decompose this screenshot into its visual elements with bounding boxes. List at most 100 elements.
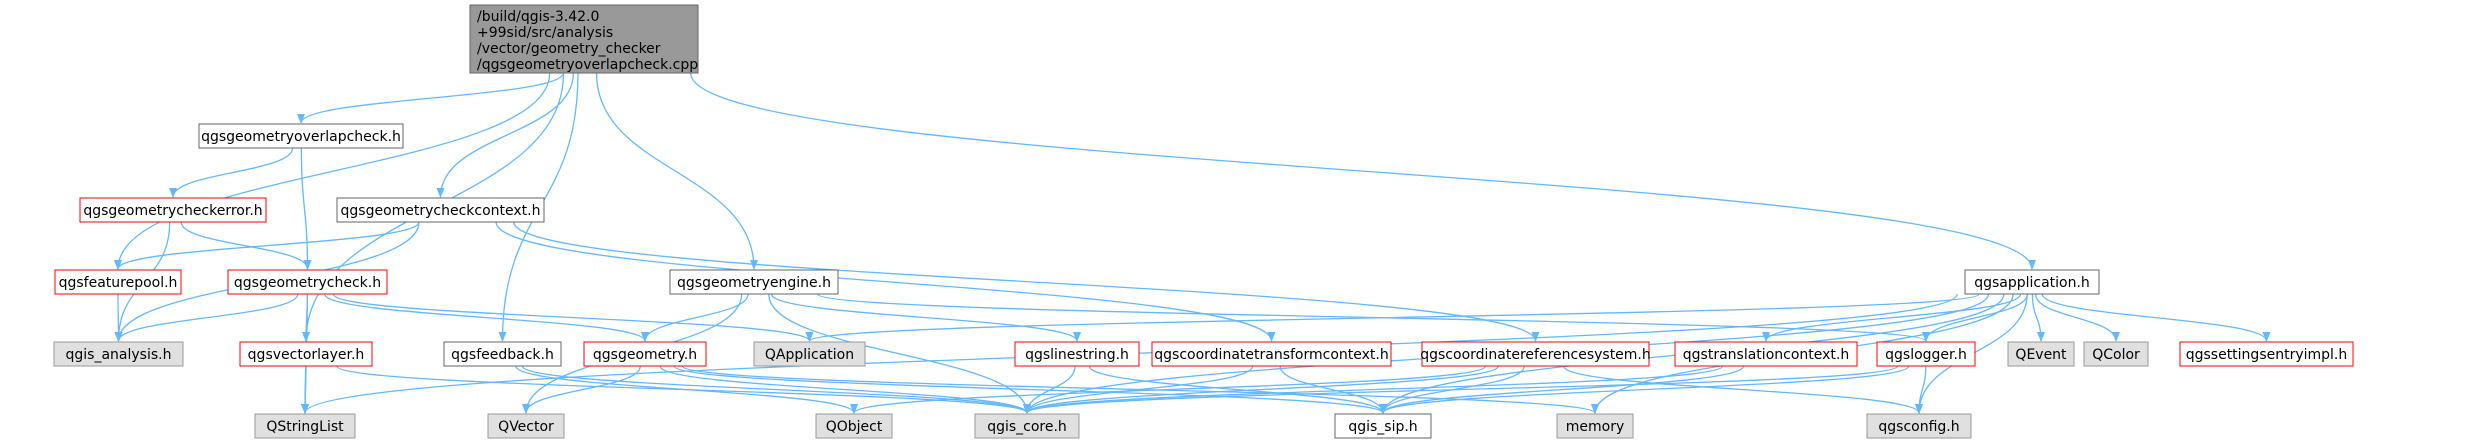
node-label: qgis_sip.h (1348, 419, 1417, 435)
node-label: qgsgeometrycheckcontext.h (341, 203, 541, 219)
node-label: memory (1566, 419, 1625, 435)
edge-checkcontext_h-to-crs_h (513, 221, 1540, 342)
node-label: qgsgeometry.h (593, 347, 697, 363)
edge-featurepool_h-to-qgis_analysis_h (114, 293, 123, 342)
node-qevent: QEvent (2007, 341, 2075, 367)
edge-coordtransformcontext_h-to-qgis_sip_h (1279, 365, 1387, 414)
edge-feedback_h-to-qobject (515, 365, 858, 414)
node-memory: memory (1556, 413, 1634, 439)
node-vectorlayer_h[interactable]: qgsvectorlayer.h (239, 341, 373, 367)
edge-root-to-checkcontext_h (436, 72, 575, 198)
edge-translationcontext_h-to-qgis_core_h (1023, 365, 1724, 414)
edge-logger_h-to-qgis_sip_h (1379, 365, 1910, 414)
node-qgis_core_h: qgis_core.h (974, 413, 1080, 439)
node-label: QColor (2092, 347, 2140, 363)
node-overlapcheck_h[interactable]: qgsgeometryoverlapcheck.h (198, 123, 404, 149)
edge-checkcontext_h-to-featurepool_h (114, 221, 420, 270)
edge-checkcontext_h-to-coordtransformcontext_h (495, 221, 1276, 342)
node-label: qgis_analysis.h (66, 347, 172, 363)
node-label: QObject (826, 419, 883, 435)
edge-overlapcheck_h-to-geometrycheck_h (300, 147, 312, 270)
node-label: qgsgeometrycheck.h (234, 275, 381, 291)
node-geometryengine_h[interactable]: qgsgeometryengine.h (669, 269, 839, 295)
edge-feedback_h-to-qgis_core_h (521, 365, 1031, 414)
node-qgsconfig_h: qgsconfig.h (1866, 413, 1972, 439)
node-label: qgsfeaturepool.h (59, 275, 178, 291)
node-label: QStringList (266, 419, 344, 435)
edge-geometrycheck_h-to-geometry_h (324, 293, 649, 342)
node-featurepool_h[interactable]: qgsfeaturepool.h (54, 269, 182, 295)
node-linestring_h[interactable]: qgslinestring.h (1014, 341, 1140, 367)
node-crs_h[interactable]: qgscoordinatereferencesystem.h (1420, 341, 1651, 367)
edge-application_h-to-qcolor (2034, 293, 2120, 342)
node-label: qgsgeometrycheckerror.h (83, 203, 262, 219)
root-node-label-line: /qgsgeometryoverlapcheck.cpp (477, 57, 698, 73)
node-label: qgssettingsentryimpl.h (2186, 347, 2348, 363)
edge-geometry_h-to-qgis_sip_h (673, 365, 1387, 414)
node-qstringlist: QStringList (254, 413, 356, 439)
edge-logger_h-to-qgsconfig_h (1915, 365, 1927, 414)
edge-crs_h-to-qgsconfig_h (1562, 365, 1923, 414)
edge-application_h-to-translationcontext_h (1762, 293, 2022, 342)
node-label: qgslinestring.h (1025, 347, 1129, 363)
node-qgis_analysis_h: qgis_analysis.h (53, 341, 184, 367)
node-label: qgslogger.h (1885, 347, 1967, 363)
root-node-label-line: /vector/geometry_checker (477, 41, 661, 57)
node-label: qgsgeometryengine.h (677, 275, 831, 291)
edge-application_h-to-settingsentryimpl_h (2041, 293, 2271, 342)
root-node-label-line: +99sid/src/analysis (477, 25, 613, 41)
edge-geometry_h-to-qvector (522, 365, 641, 414)
node-settingsentryimpl_h[interactable]: qgssettingsentryimpl.h (2179, 341, 2354, 367)
node-checkcontext_h[interactable]: qgsgeometrycheckcontext.h (336, 197, 545, 223)
edge-root-to-overlapcheck_h (297, 72, 564, 124)
node-label: qgsconfig.h (1878, 419, 1959, 435)
node-label: qgis_core.h (987, 419, 1067, 435)
nodes-layer: /build/qgis-3.42.0+99sid/src/analysis/ve… (53, 4, 2354, 439)
edge-crs_h-to-qobject (850, 365, 1487, 414)
edge-geometry_h-to-qgis_core_h (659, 365, 1031, 414)
node-qcolor: QColor (2083, 341, 2149, 367)
node-qobject: QObject (815, 413, 893, 439)
edge-crs_h-to-qgis_core_h (1023, 365, 1499, 414)
node-label: qgscoordinatereferencesystem.h (1420, 347, 1651, 363)
edge-logger_h-to-qgis_core_h (1023, 365, 1899, 414)
edge-root-to-geometryengine_h (595, 72, 758, 270)
node-feedback_h[interactable]: qgsfeedback.h (443, 341, 562, 367)
node-label: QEvent (2015, 347, 2067, 363)
node-geometry_h[interactable]: qgsgeometry.h (583, 341, 707, 367)
node-application_h[interactable]: qgsapplication.h (1964, 269, 2100, 295)
edge-checkerror_h-to-geometrycheck_h (180, 221, 312, 270)
node-label: qgsgeometryoverlapcheck.h (201, 129, 401, 145)
edge-geometrycheck_h-to-qapplication (332, 293, 814, 342)
edge-linestring_h-to-qgis_sip_h (1088, 365, 1387, 414)
edge-geometrycheck_h-to-qgis_analysis_h (114, 293, 299, 342)
node-label: QVector (498, 419, 554, 435)
node-translationcontext_h[interactable]: qgstranslationcontext.h (1674, 341, 1858, 367)
edge-coordtransformcontext_h-to-qgis_core_h (1023, 365, 1254, 414)
edge-root-to-featurepool_h (114, 72, 551, 270)
node-label: qgscoordinatetransformcontext.h (1154, 347, 1388, 363)
edge-overlapcheck_h-to-checkerror_h (169, 147, 294, 198)
node-label: QApplication (765, 347, 854, 363)
edge-geometryengine_h-to-linestring_h (770, 293, 1081, 342)
node-coordtransformcontext_h[interactable]: qgscoordinatetransformcontext.h (1151, 341, 1392, 367)
edge-geometryengine_h-to-qgis_core_h (768, 293, 1031, 414)
node-geometrycheck_h[interactable]: qgsgeometrycheck.h (227, 269, 388, 295)
node-label: qgsapplication.h (1974, 275, 2090, 291)
node-qvector: QVector (487, 413, 565, 439)
edge-geometryengine_h-to-geometry_h (641, 293, 749, 342)
node-label: qgsvectorlayer.h (248, 347, 365, 363)
edge-application_h-to-qevent (2031, 293, 2045, 342)
node-checkerror_h[interactable]: qgsgeometrycheckerror.h (79, 197, 267, 223)
edge-translationcontext_h-to-qgis_sip_h (1379, 365, 1745, 414)
root-node: /build/qgis-3.42.0+99sid/src/analysis/ve… (469, 4, 699, 74)
node-logger_h[interactable]: qgslogger.h (1876, 341, 1976, 367)
root-node-label-line: /build/qgis-3.42.0 (477, 9, 599, 25)
edge-application_h-to-qapplication (805, 293, 1980, 342)
node-label: qgstranslationcontext.h (1683, 347, 1849, 363)
node-label: qgsfeedback.h (451, 347, 554, 363)
node-qgis_sip_h[interactable]: qgis_sip.h (1334, 413, 1432, 439)
edge-root-to-application_h (690, 72, 2036, 270)
edge-vectorlayer_h-to-qstringlist (301, 365, 310, 414)
